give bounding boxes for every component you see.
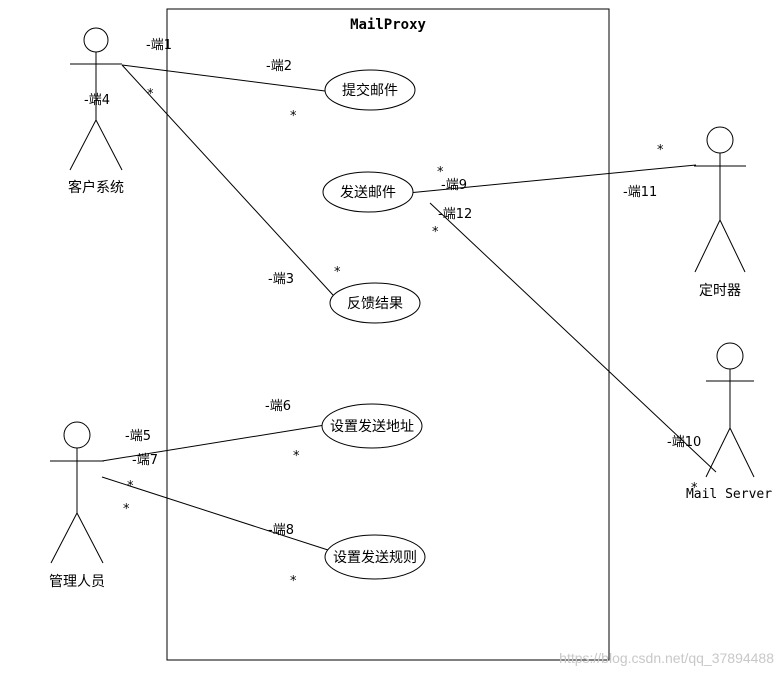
multiplicity-feedback: * — [334, 265, 341, 280]
end-label-1: -端1 — [146, 38, 172, 53]
assoc-admin-rule — [101, 476, 329, 551]
usecase-set-send-address[interactable]: 设置发送地址 — [321, 403, 423, 449]
multiplicity-client-feedback: * — [147, 87, 154, 102]
end-label-4: -端4 — [84, 93, 110, 108]
end-label-2: -端2 — [266, 59, 292, 74]
svg-text:管理人员: 管理人员 — [49, 574, 105, 590]
end-label-8: -端8 — [268, 523, 294, 538]
multiplicity-timer: * — [657, 143, 664, 158]
usecase-set-send-rule[interactable]: 设置发送规则 — [324, 534, 426, 580]
svg-text:客户系统: 客户系统 — [68, 179, 124, 196]
svg-text:Mail Server: Mail Server — [686, 487, 772, 502]
assoc-send-mailserver — [429, 202, 717, 473]
multiplicity-admin-2: * — [123, 502, 130, 517]
usecase-feedback-result[interactable]: 反馈结果 — [329, 282, 421, 324]
svg-text:提交邮件: 提交邮件 — [342, 82, 398, 99]
end-label-9: -端9 — [441, 178, 467, 193]
multiplicity-set-address: * — [293, 449, 300, 464]
usecase-submit-mail[interactable]: 提交邮件 — [324, 69, 416, 111]
actor-timer[interactable]: 定时器 — [694, 126, 746, 299]
svg-text:发送邮件: 发送邮件 — [340, 185, 396, 201]
end-label-6: -端6 — [265, 399, 291, 414]
multiplicity-send-server: * — [432, 225, 439, 240]
usecase-send-mail[interactable]: 发送邮件 — [322, 171, 414, 213]
end-label-10: -端10 — [667, 435, 701, 450]
svg-text:设置发送规则: 设置发送规则 — [333, 550, 417, 566]
system-title: MailProxy — [350, 17, 426, 33]
svg-text:反馈结果: 反馈结果 — [347, 296, 403, 312]
assoc-admin-address — [101, 424, 326, 462]
svg-text:定时器: 定时器 — [699, 283, 741, 299]
multiplicity-send-timer: * — [437, 165, 444, 180]
multiplicity-admin-1: * — [127, 479, 134, 494]
assoc-client-submit — [121, 64, 326, 92]
end-label-7: -端7 — [132, 453, 158, 468]
multiplicity-set-rule: * — [290, 574, 297, 589]
end-label-5: -端5 — [125, 429, 151, 444]
multiplicity-mailserver: * — [691, 481, 698, 496]
end-label-12: -端12 — [438, 207, 472, 222]
actor-client-system[interactable]: 客户系统 — [68, 27, 124, 196]
assoc-send-timer — [407, 164, 697, 194]
actor-mail-server[interactable]: Mail Server — [686, 342, 772, 502]
end-label-3: -端3 — [268, 272, 294, 287]
svg-text:设置发送地址: 设置发送地址 — [330, 419, 414, 435]
actor-admin[interactable]: 管理人员 — [49, 421, 105, 590]
assoc-client-feedback — [121, 64, 334, 296]
multiplicity-submit: * — [290, 109, 297, 124]
end-label-11: -端11 — [623, 185, 657, 200]
watermark-text: https://blog.csdn.net/qq_37894488 — [559, 650, 774, 666]
